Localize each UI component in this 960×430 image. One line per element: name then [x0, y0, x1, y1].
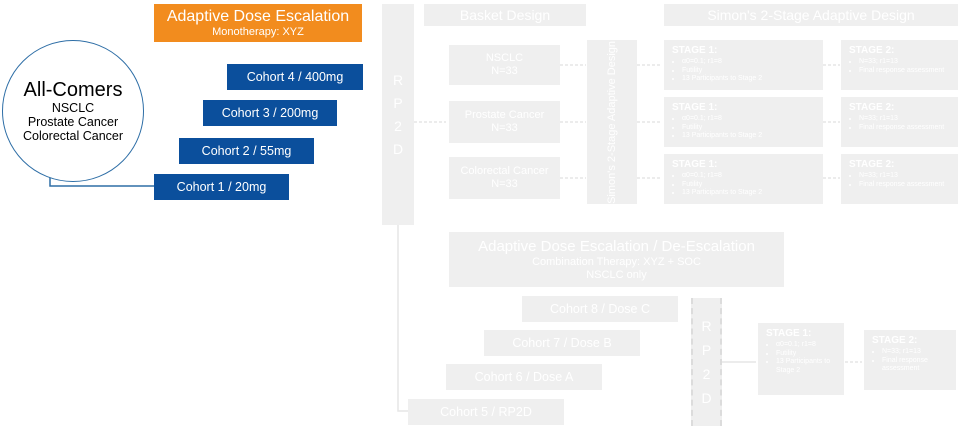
rp2d-top-letter-d: D	[392, 140, 404, 157]
rp2d-bottom-letter-2: 2	[702, 366, 711, 382]
header-subtitle: Monotherapy: XYZ	[212, 25, 304, 38]
simon-design-label: Simon's 2-Stage Adaptive Design	[605, 40, 618, 204]
arm-colorectal-name: Colorectal Cancer	[460, 165, 549, 177]
cohort-1-box: Cohort 1 / 20mg	[154, 174, 289, 200]
stage1-item: α0=0.1; r1=8	[682, 115, 815, 124]
stage1-item: Futility	[682, 124, 815, 133]
arm-prostate-n: N=33	[491, 122, 518, 134]
stage2-box-nsclc: STAGE 2: N=33; r1=13 Final response asse…	[841, 40, 958, 90]
simon-design-box: Simon's 2-Stage Adaptive Design	[587, 40, 637, 204]
rp2d-bottom-bar: R P 2 D	[691, 298, 722, 426]
stage1-heading: STAGE 1:	[672, 102, 718, 113]
rp2d-top-letter-2: 2	[394, 117, 402, 134]
combo-escalation-box: Adaptive Dose Escalation / De-Escalation…	[449, 232, 784, 287]
rp2d-top-letter-r: R	[392, 71, 404, 88]
circle-line-nsclc: NSCLC	[51, 101, 95, 115]
stage1-item: α0=0.1; r1=8	[682, 58, 815, 67]
stage1-item: Futility	[682, 181, 815, 190]
arm-nsclc-n: N=33	[491, 65, 518, 77]
arm-colorectal-n: N=33	[491, 178, 518, 190]
cohort-4-box: Cohort 4 / 400mg	[227, 64, 363, 90]
stage1-heading: STAGE 1:	[672, 159, 718, 170]
stage2-heading: STAGE 2:	[849, 102, 895, 113]
stage1-item: 13 Participants to Stage 2	[682, 75, 815, 84]
cohort-7-box: Cohort 7 / Dose B	[484, 330, 640, 356]
basket-arm-nsclc: NSCLC N=33	[449, 45, 560, 85]
stage1-item: 13 Participants to Stage 2	[682, 189, 815, 198]
stage1-heading: STAGE 1:	[766, 328, 812, 339]
cohort-2-box: Cohort 2 / 55mg	[179, 138, 314, 164]
all-comers-circle: All-Comers NSCLC Prostate Cancer Colorec…	[2, 40, 144, 182]
stage2-item: Final response assessment	[859, 181, 950, 190]
stage2-box-colorectal: STAGE 2: N=33; r1=13 Final response asse…	[841, 154, 958, 204]
cohort-5-box: Cohort 5 / RP2D	[408, 399, 564, 425]
stage1-box-combo: STAGE 1: α0=0.1; r1=8 Futility 13 Partic…	[758, 323, 844, 395]
arm-prostate-name: Prostate Cancer	[464, 109, 545, 121]
stage2-item: N=33; r1=13	[859, 172, 950, 181]
stage1-item: 13 Participants to Stage 2	[682, 132, 815, 141]
stage2-box-combo: STAGE 2: N=33; r1=13 Final response asse…	[864, 330, 956, 390]
rp2d-bottom-letter-r: R	[701, 318, 712, 334]
stage1-box-nsclc: STAGE 1: α0=0.1; r1=8 Futility 13 Partic…	[664, 40, 823, 90]
combo-title: Adaptive Dose Escalation / De-Escalation	[478, 237, 755, 255]
stage1-item: 13 Participants to Stage 2	[776, 358, 836, 375]
stage2-box-prostate: STAGE 2: N=33; r1=13 Final response asse…	[841, 97, 958, 147]
dose-escalation-header: Adaptive Dose Escalation Monotherapy: XY…	[154, 4, 362, 42]
stage2-item: Final response assessment	[859, 67, 950, 76]
stage2-heading: STAGE 2:	[849, 159, 895, 170]
combo-line-2: NSCLC only	[586, 268, 647, 281]
circle-line-colorectal: Colorectal Cancer	[22, 129, 124, 143]
cohort-3-box: Cohort 3 / 200mg	[203, 100, 337, 126]
header-title: Adaptive Dose Escalation	[166, 7, 350, 25]
circle-title: All-Comers	[23, 79, 123, 101]
combo-line-1: Combination Therapy: XYZ + SOC	[532, 255, 701, 268]
stage2-item: N=33; r1=13	[859, 58, 950, 67]
basket-design-title: Basket Design	[424, 4, 586, 26]
stage2-heading: STAGE 2:	[872, 335, 918, 346]
stage1-box-prostate: STAGE 1: α0=0.1; r1=8 Futility 13 Partic…	[664, 97, 823, 147]
cohort-8-box: Cohort 8 / Dose C	[522, 296, 678, 322]
stage2-heading: STAGE 2:	[849, 45, 895, 56]
stage1-item: Futility	[776, 350, 836, 359]
rp2d-top-letter-p: P	[393, 94, 403, 111]
stage1-heading: STAGE 1:	[672, 45, 718, 56]
circle-line-prostate: Prostate Cancer	[27, 115, 119, 129]
stage1-box-colorectal: STAGE 1: α0=0.1; r1=8 Futility 13 Partic…	[664, 154, 823, 204]
basket-arm-colorectal: Colorectal Cancer N=33	[449, 157, 560, 199]
stage2-item: Final response assessment	[859, 124, 950, 133]
stage1-item: α0=0.1; r1=8	[682, 172, 815, 181]
rp2d-top-bar: R P 2 D	[382, 4, 414, 225]
stage2-item: N=33; r1=13	[859, 115, 950, 124]
stage1-item: α0=0.1; r1=8	[776, 341, 836, 350]
rp2d-bottom-letter-d: D	[701, 390, 712, 406]
stage2-item: Final response assessment	[882, 357, 948, 374]
arm-nsclc-name: NSCLC	[485, 52, 524, 64]
cohort-6-box: Cohort 6 / Dose A	[446, 364, 602, 390]
basket-arm-prostate: Prostate Cancer N=33	[449, 101, 560, 143]
stage1-item: Futility	[682, 67, 815, 76]
rp2d-bottom-letter-p: P	[701, 342, 712, 358]
simon-title: Simon's 2-Stage Adaptive Design	[664, 4, 958, 26]
stage2-item: N=33; r1=13	[882, 348, 948, 357]
